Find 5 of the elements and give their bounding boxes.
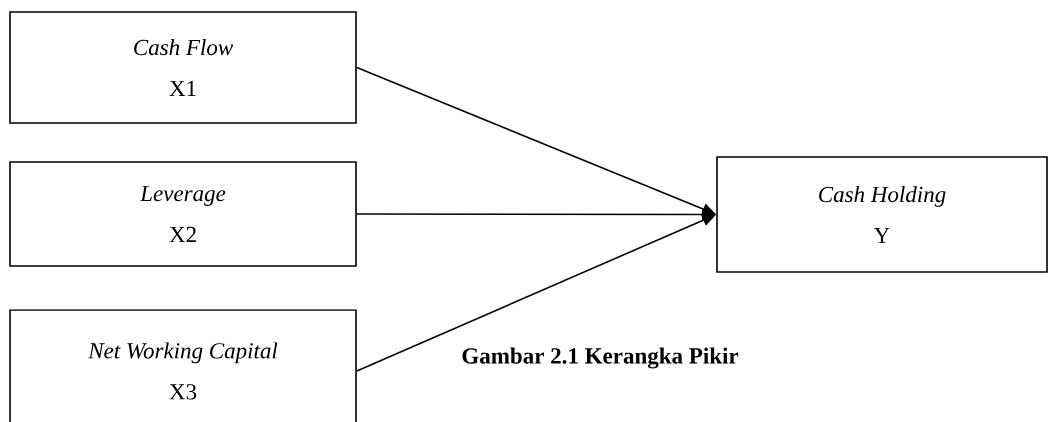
variable-box: Net Working Capital X3 (9, 309, 357, 422)
variable-box: Leverage X2 (9, 161, 357, 267)
variable-box: Cash Flow X1 (9, 11, 357, 124)
variable-box: Cash Holding Y (716, 156, 1048, 273)
caption: Gambar 2.1 Kerangka Pikir (462, 347, 739, 369)
